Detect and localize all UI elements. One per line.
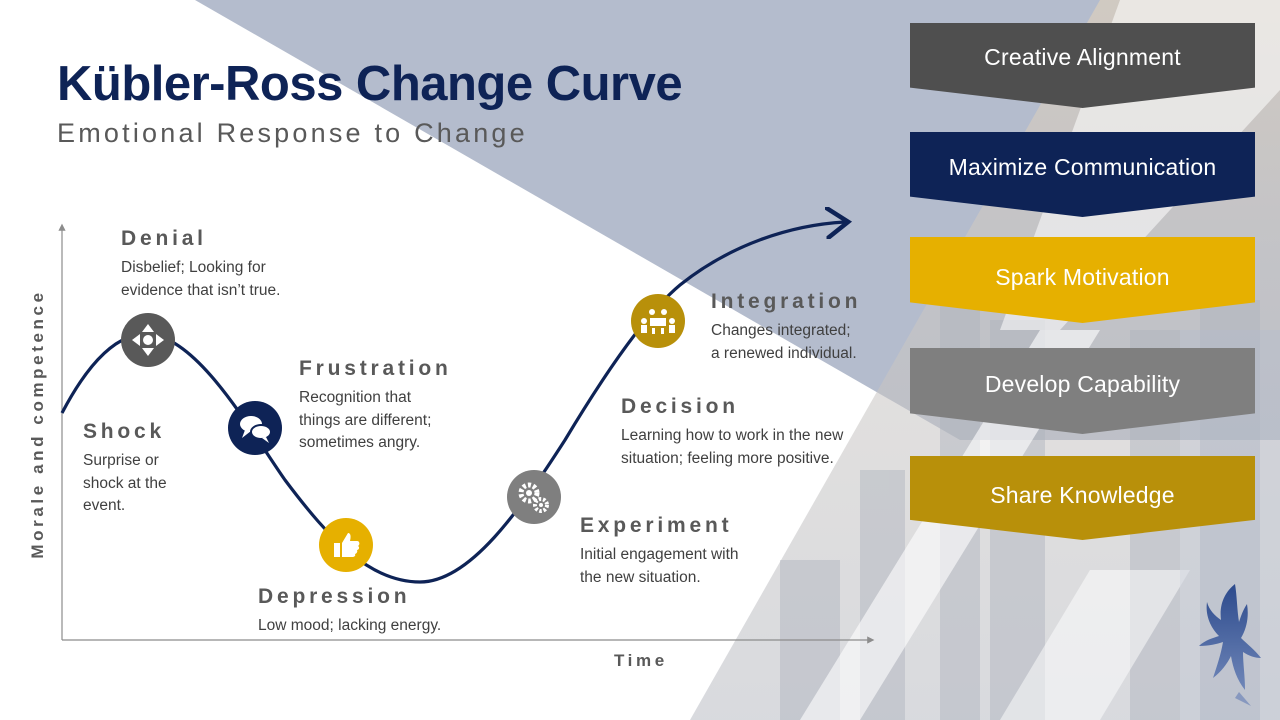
step-label: Maximize Communication	[948, 154, 1217, 180]
thumbs-up-icon	[319, 518, 373, 572]
stage-name: Shock	[83, 420, 166, 443]
stage-description: Initial engagement with the new situatio…	[580, 546, 739, 586]
speech-bubbles-icon	[228, 401, 282, 455]
step-label: Develop Capability	[984, 370, 1181, 397]
stage-integration: Integration Changes integrated; a renewe…	[711, 290, 861, 365]
step-spark-motivation: Spark Motivation	[910, 237, 1255, 323]
eagle-icon	[1199, 584, 1261, 706]
stage-denial: Denial Disbelief; Looking for evidence t…	[121, 227, 280, 302]
step-label: Creative Alignment	[984, 44, 1181, 70]
step-label: Share Knowledge	[990, 481, 1175, 508]
page-title: Kübler-Ross Change Curve	[57, 57, 683, 111]
stage-depression: Depression Low mood; lacking energy.	[258, 585, 441, 638]
step-develop-capability: Develop Capability	[910, 348, 1255, 434]
stage-name: Frustration	[299, 357, 452, 380]
stage-experiment: Experiment Initial engagement with the n…	[580, 514, 739, 589]
directions-icon	[121, 313, 175, 367]
step-label: Spark Motivation	[995, 263, 1170, 290]
stage-name: Denial	[121, 227, 207, 250]
stage-decision: Decision Learning how to work in the new…	[621, 395, 843, 470]
meeting-icon	[631, 294, 685, 348]
stage-name: Decision	[621, 395, 739, 418]
stage-description: Surprise or shock at the event.	[83, 452, 167, 514]
stage-description: Learning how to work in the new situatio…	[621, 427, 844, 467]
stage-name: Depression	[258, 585, 411, 608]
stage-frustration: Frustration Recognition that things are …	[299, 357, 452, 455]
y-axis-label: Morale and competence	[28, 289, 47, 559]
stage-description: Recognition that things are different; s…	[299, 389, 432, 451]
stage-description: Low mood; lacking energy.	[258, 617, 442, 634]
page-subtitle: Emotional Response to Change	[57, 118, 528, 148]
step-share-knowledge: Share Knowledge	[910, 456, 1255, 540]
stage-description: Changes integrated; a renewed individual…	[711, 322, 857, 362]
stage-shock: Shock Surprise or shock at the event.	[83, 420, 167, 518]
step-maximize-communication: Maximize Communication	[910, 132, 1255, 217]
step-creative-alignment: Creative Alignment	[910, 23, 1255, 108]
stage-name: Integration	[711, 290, 862, 313]
x-axis-label: Time	[614, 651, 668, 670]
gears-icon	[507, 470, 561, 524]
stage-name: Experiment	[580, 514, 733, 537]
stage-description: Disbelief; Looking for evidence that isn…	[121, 259, 281, 299]
